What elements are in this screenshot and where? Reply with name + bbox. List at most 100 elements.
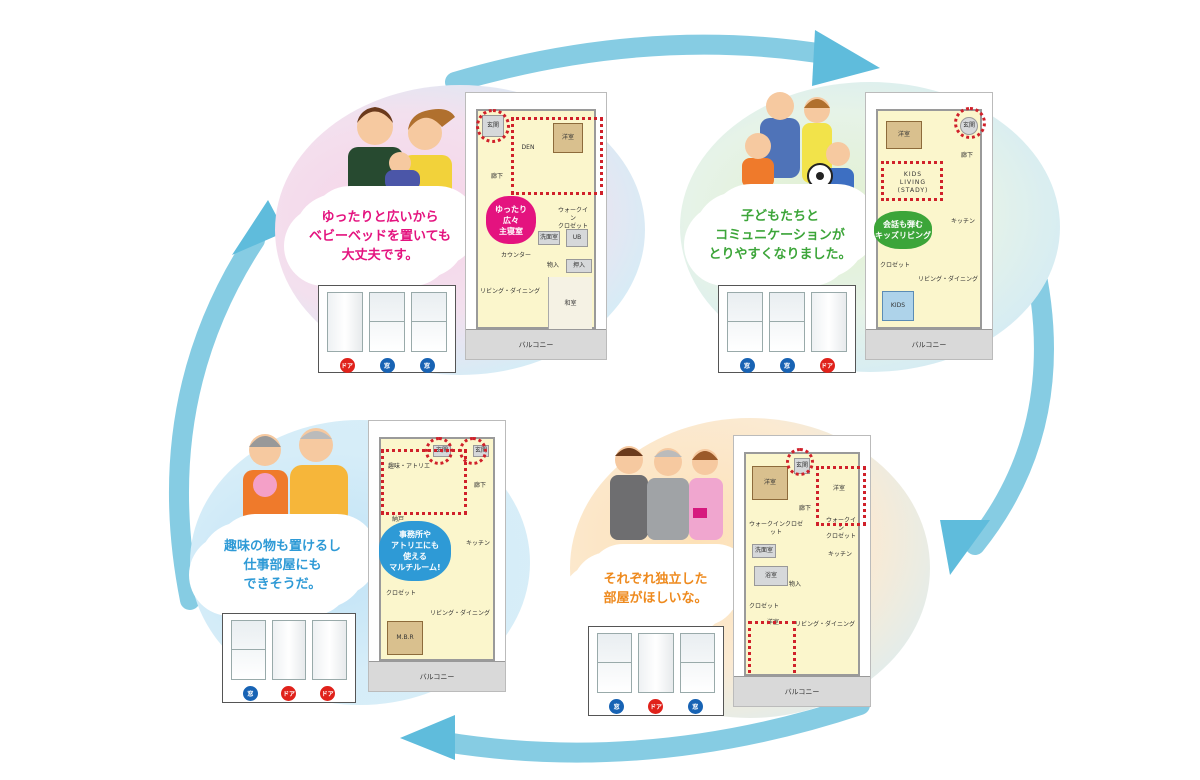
highlight-master-bedroom: [511, 117, 603, 195]
arrow-head-right: [940, 520, 990, 575]
highlight-western-room-3: [748, 621, 796, 679]
panel-3-floorplan: 玄関 玄関 趣味・アトリエ 廊下 納戸 キッチン クロゼット リビング・ダイニン…: [368, 420, 506, 692]
window-badge: 窓: [379, 358, 395, 373]
room-western-1: 洋室: [752, 466, 788, 500]
panel-2-floorplan: 洋室 玄関 廊下 KIDS LIVING (STADY) キッチン クロゼット …: [865, 92, 993, 360]
room-living-dining: リビング・ダイニング: [429, 610, 490, 617]
panel-3-caption: 趣味の物も置けるし 仕事部屋にも できそうだ。: [205, 528, 360, 602]
door-panel: [638, 633, 674, 693]
room-living-dining: リビング・ダイニング: [794, 621, 855, 628]
room-japanese: 和室: [548, 277, 592, 331]
room-balcony: バルコニー: [369, 661, 505, 691]
panel-1-caption: ゆったりと広いから ベビーベッドを置いても 大丈夫です。: [300, 200, 460, 272]
arrow-bottom: [435, 695, 870, 763]
arrow-head-bottom: [400, 715, 455, 760]
window-panel: [231, 620, 266, 680]
room-mbr: M.B.R: [387, 621, 423, 655]
panel-3-bubble: 事務所や アトリエにも 使える マルチルーム!: [379, 521, 451, 581]
panel-2-bubble: 会話も弾む キッズリビング: [874, 211, 932, 249]
room-living-dining: リビング・ダイニング: [480, 288, 541, 295]
room-wash: 洗面室: [752, 544, 776, 558]
panel-1-bubble: ゆったり 広々 主寝室: [486, 196, 536, 244]
window-badge: 窓: [242, 686, 258, 701]
room-ub: UB: [566, 229, 588, 247]
room-walkin-2: ウォークイン クロゼット: [826, 517, 857, 540]
arrow-head-left: [232, 200, 285, 255]
window-panel: [769, 292, 805, 352]
room-storage: 物入: [546, 262, 559, 269]
highlight-entrance-2: [459, 437, 487, 465]
window-panel: [679, 633, 715, 693]
highlight-atelier: [381, 449, 467, 515]
room-hall: 廊下: [473, 482, 486, 489]
door-badge: ドア: [648, 699, 664, 714]
room-kitchen: キッチン: [465, 540, 490, 547]
room-western: 洋室: [886, 121, 922, 149]
room-hall: 廊下: [798, 505, 811, 512]
window-badge: 窓: [419, 358, 435, 373]
room-kids: KIDS: [882, 291, 914, 321]
panel-4-caption: それぞれ独立した 部屋がほしいな。: [578, 558, 733, 620]
elderly-couple-illustration: [243, 428, 348, 525]
window-panel: [727, 292, 763, 352]
window-panel: [369, 292, 405, 352]
panel-2-caption: 子どもたちと コミュニケーションが とりやすくなりました。: [700, 198, 860, 272]
door-badge: ドア: [281, 686, 297, 701]
room-storage: 納戸: [391, 516, 404, 523]
door-badge: ドア: [320, 686, 336, 701]
panel-4-door-legend: 窓 ドア 窓: [588, 626, 724, 716]
room-closet: クロゼット: [880, 262, 911, 269]
door-panel: [312, 620, 348, 680]
window-badge: 窓: [609, 699, 625, 714]
highlight-entrance: [476, 109, 510, 143]
room-walkin: ウォークイン クロゼット: [557, 207, 588, 230]
window-badge: 窓: [779, 358, 795, 373]
room-kitchen: キッチン: [950, 218, 975, 225]
highlight-entrance: [786, 448, 814, 476]
room-western: 洋室: [553, 123, 583, 153]
room-western-2: 洋室: [832, 485, 845, 492]
room-living-dining: リビング・ダイニング: [918, 276, 979, 283]
arrow-left: [169, 230, 265, 610]
arrow-head-top: [812, 30, 880, 86]
room-closet: クロゼット: [385, 590, 416, 597]
room-hall: 廊下: [490, 173, 503, 180]
panel-3-door-legend: 窓 ドア ドア: [222, 613, 356, 703]
room-kids-living: KIDS LIVING (STADY): [897, 171, 929, 194]
room-storage-2: 押入: [566, 259, 592, 273]
room-walkin-1: ウォークインクロゼット: [748, 521, 803, 536]
door-panel: [271, 620, 307, 680]
room-storage: 物入: [788, 581, 801, 588]
panel-1-door-legend: ドア 窓 窓: [318, 285, 456, 373]
room-balcony: バルコニー: [466, 329, 606, 359]
room-wash: 洗面室: [538, 231, 560, 245]
room-closet: クロゼット: [748, 603, 779, 610]
window-panel: [411, 292, 447, 352]
adult-family-illustration: [610, 446, 723, 540]
door-badge: ドア: [819, 358, 835, 373]
window-badge: 窓: [687, 699, 703, 714]
door-panel: [811, 292, 847, 352]
panel-2-door-legend: 窓 窓 ドア: [718, 285, 856, 373]
room-counter: カウンター: [500, 252, 531, 259]
door-panel: [327, 292, 363, 352]
room-den: DEN: [521, 144, 535, 151]
arrow-top: [445, 34, 840, 92]
highlight-entrance-1: [425, 437, 453, 465]
family-couple-baby-illustration: [348, 107, 455, 200]
window-panel: [597, 633, 633, 693]
room-balcony: バルコニー: [734, 676, 870, 706]
door-badge: ドア: [339, 358, 355, 373]
highlight-western-room-2: [816, 466, 866, 526]
family-with-children-illustration: [742, 92, 854, 196]
highlight-kids-living: [881, 161, 943, 201]
room-kitchen: キッチン: [827, 551, 852, 558]
panel-1-floorplan: 玄関 DEN 洋室 廊下 ウォークイン クロゼット 洗面室 UB カウンター 物…: [465, 92, 607, 360]
room-atelier: 趣味・アトリエ: [387, 463, 430, 470]
panel-4-floorplan: 洋室 玄関 洋室 廊下 ウォークインクロゼット ウォークイン クロゼット 洗面室…: [733, 435, 871, 707]
room-hall: 廊下: [960, 152, 973, 159]
room-balcony: バルコニー: [866, 329, 992, 359]
highlight-entrance: [954, 107, 986, 139]
window-badge: 窓: [739, 358, 755, 373]
room-bath: 浴室: [754, 566, 788, 586]
